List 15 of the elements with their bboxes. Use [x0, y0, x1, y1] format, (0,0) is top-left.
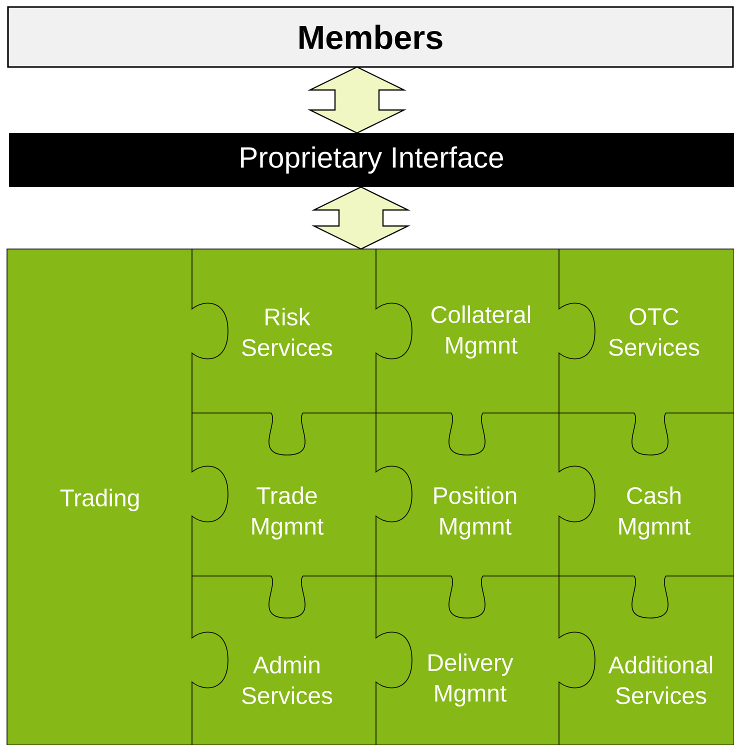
members-box: Members: [7, 6, 734, 68]
double-arrow: [307, 66, 407, 134]
interface-bar: Proprietary Interface: [9, 133, 734, 187]
double-arrow: [311, 186, 411, 250]
puzzle-piece-label: Position Mgmnt: [434, 486, 516, 540]
puzzle-piece-label: Cash Mgmnt: [619, 486, 690, 540]
section-label: Trading: [60, 488, 139, 512]
puzzle-piece-label: Trade Mgmnt: [252, 486, 324, 540]
puzzle-panel: [6, 248, 734, 745]
puzzle-piece-label: Delivery Mgmnt: [428, 653, 514, 707]
puzzle-piece-label: Collateral Mgmnt: [432, 305, 530, 359]
puzzle-piece-label: OTC Services: [609, 308, 700, 356]
puzzle-piece-label: Additional Services: [608, 656, 712, 704]
puzzle-piece-label: Admin Services: [242, 656, 332, 704]
puzzle-piece-label: Risk Services: [242, 308, 332, 356]
